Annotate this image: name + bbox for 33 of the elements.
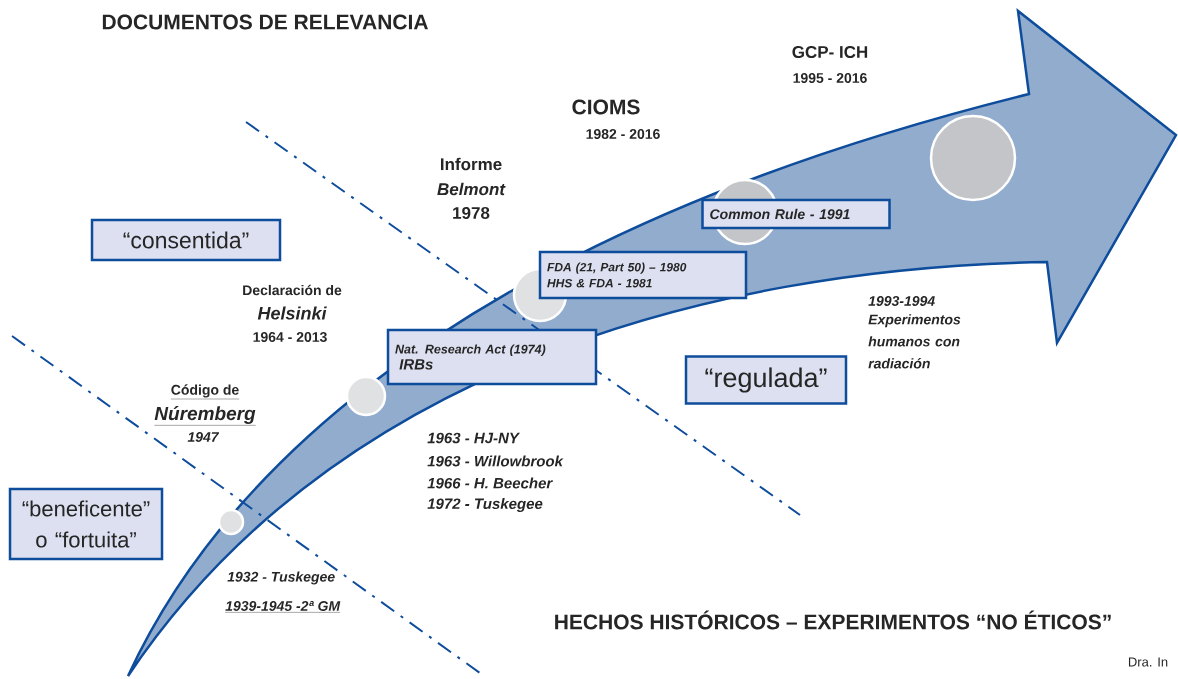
text-label: 1966 - H. Beecher: [427, 477, 553, 489]
text-label: GCP- ICH: [792, 46, 868, 58]
text-label: Informe: [441, 157, 502, 171]
label-box: Nat. Research Act (1974) IRBs: [386, 328, 598, 386]
text-label: 1939-1945 -2ª GM: [225, 601, 341, 613]
text-label: 1982 - 2016: [586, 129, 660, 139]
text-label: Experimentos humanos con radiación: [868, 314, 961, 369]
text-label: 1993-1994: [868, 296, 935, 306]
text-label: Belmont: [437, 182, 506, 196]
text-label: Núremberg: [154, 406, 256, 426]
text-label: 1963 - HJ-NY: [427, 432, 520, 444]
text-label: Helsinki: [257, 306, 327, 320]
text-label: 1972 - Tuskegee: [427, 498, 543, 512]
milestone-circle: [929, 114, 1017, 202]
milestone-circle: [217, 508, 245, 536]
label-box: “beneficente” o “fortuita”: [8, 487, 164, 561]
text-label: CIOMS: [572, 99, 640, 115]
text-label: 1932 - Tuskegee: [227, 571, 335, 585]
heading: DOCUMENTOS DE RELEVANCIA: [102, 14, 428, 30]
text-label: 1947: [187, 432, 220, 442]
label-box: “consentida”: [90, 218, 282, 262]
milestone-circle: [345, 375, 387, 417]
heading: HECHOS HISTÓRICOS – EXPERIMENTOS “NO ÉTICOS”: [555, 610, 1111, 630]
label-box: Common Rule - 1991: [701, 198, 891, 230]
text-label: 1995 - 2016: [793, 73, 867, 83]
label-box: “regulada”: [684, 355, 848, 405]
label-box: FDA (21, Part 50) – 1980 HHS & FDA - 1981: [538, 250, 748, 300]
text-label: 1964 - 2013: [253, 332, 327, 342]
text-label: 1978: [453, 207, 490, 219]
text-label: Código de: [170, 384, 240, 400]
text-label: Declaración de: [243, 284, 342, 296]
text-label: 1963 - Willowbrook: [427, 455, 564, 467]
text-label: Dra. In: [1128, 657, 1168, 667]
